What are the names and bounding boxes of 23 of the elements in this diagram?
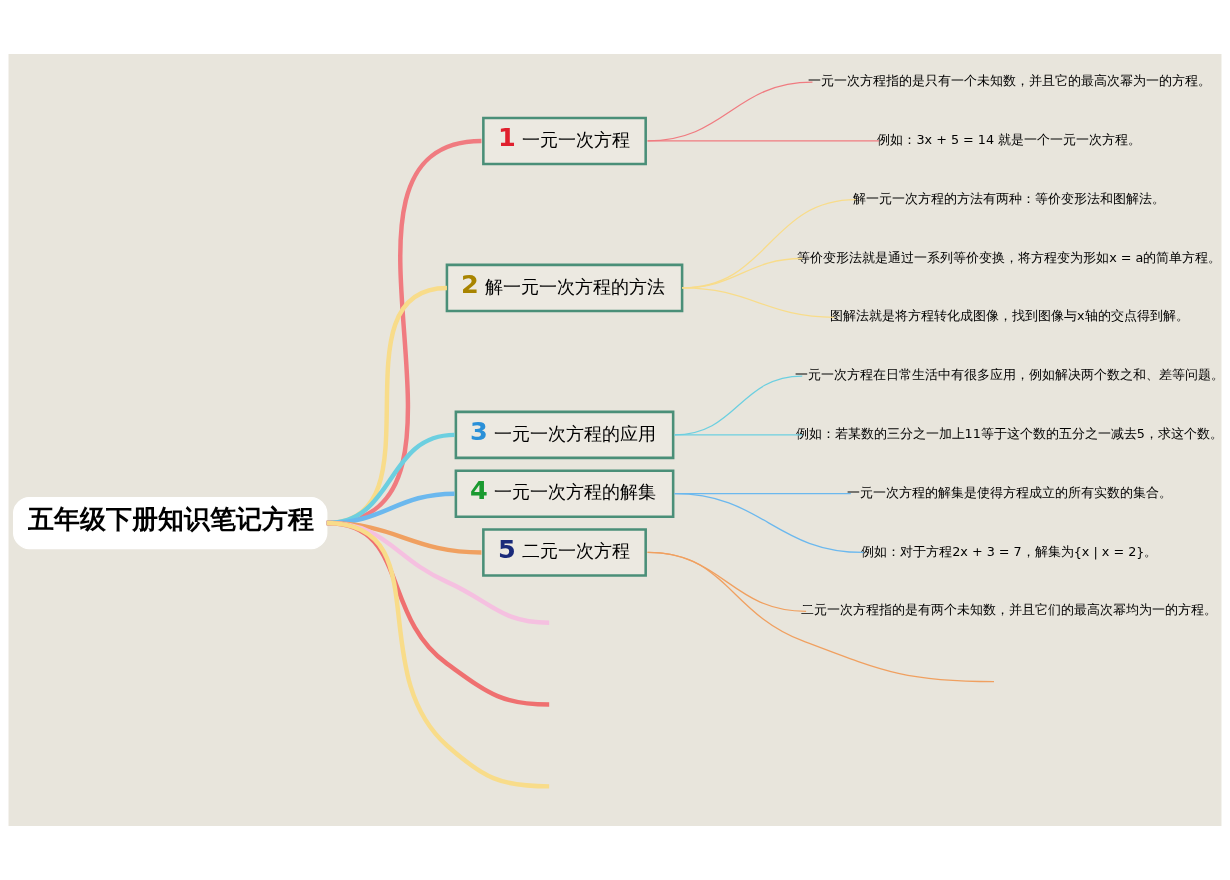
connector [673, 493, 865, 554]
node-text: 例如：若某数的三分之一加上11等于这个数的五分之一减去5，求这个数。 [795, 426, 1223, 442]
node-box: 3 一元一次方程的应用 [454, 410, 675, 460]
node-text: 图解法就是将方程转化成图像，找到图像与x轴的交点得到解。 [830, 308, 1189, 324]
node-box: 1 一元一次方程 [482, 116, 647, 166]
node-text: 一元一次方程在日常生活中有很多应用，例如解决两个数之和、差等问题。 [794, 367, 1224, 383]
node-box: 五年级下册知识笔记方程 [13, 496, 328, 550]
node-box: 5 二元一次方程 [482, 528, 647, 577]
node-text: 等价变形法就是通过一系列等价变换，将方程变为形如x = a的简单方程。 [797, 249, 1222, 265]
node-box: 2 解一元一次方程的方法 [445, 263, 684, 313]
node-text: 解一元一次方程的方法有两种：等价变形法和图解法。 [853, 190, 1166, 206]
node-text: 一元一次方程指的是只有一个未知数，并且它的最高次幂为一的方程。 [807, 73, 1211, 89]
connector [646, 551, 995, 683]
node-box: 4 一元一次方程的解集 [454, 469, 675, 518]
connector [673, 375, 803, 436]
node-text: 例如：对于方程2x + 3 = 7，解集为{x | x = 2}。 [861, 543, 1158, 559]
connector [646, 140, 880, 142]
connector [673, 434, 803, 436]
node-text: 一元一次方程的解集是使得方程成立的所有实数的集合。 [846, 484, 1172, 500]
node-text: 二元一次方程指的是有两个未知数，并且它们的最高次幂均为一的方程。 [801, 602, 1218, 618]
node-text: 例如：3x + 5 = 14 就是一个一元一次方程。 [877, 132, 1142, 148]
connector [681, 287, 835, 318]
connector [326, 520, 550, 789]
